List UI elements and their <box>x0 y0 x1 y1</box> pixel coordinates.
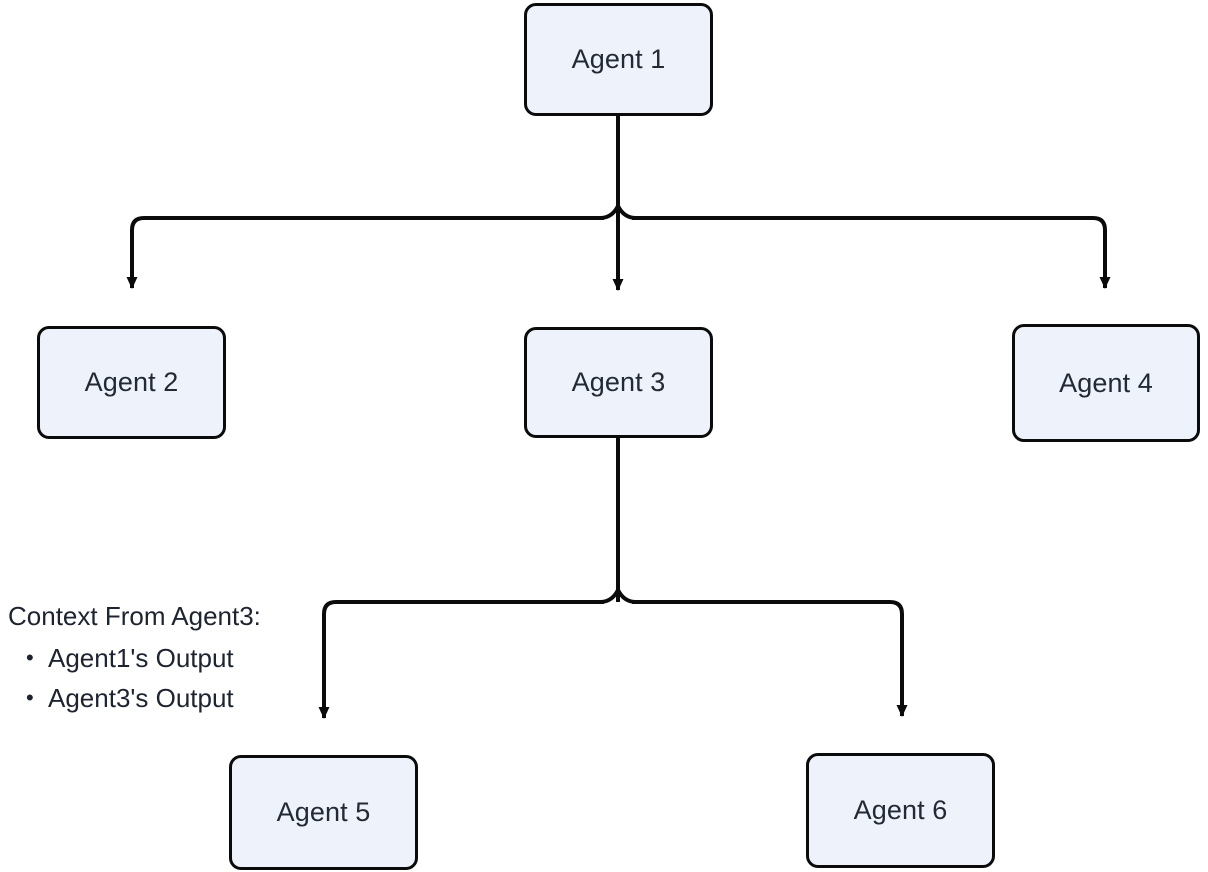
context-note-list: • Agent1's Output • Agent3's Output <box>8 638 261 718</box>
node-agent6[interactable]: Agent 6 <box>806 753 995 868</box>
context-note-item-label: Agent3's Output <box>48 683 234 713</box>
node-agent5[interactable]: Agent 5 <box>229 755 418 870</box>
context-note-item: • Agent1's Output <box>8 638 261 678</box>
node-agent4-label: Agent 4 <box>1059 367 1153 398</box>
context-note-item-label: Agent1's Output <box>48 643 234 673</box>
node-agent3-label: Agent 3 <box>571 367 666 397</box>
edge-agent1-to-agent2 <box>126 216 145 289</box>
node-agent5-label: Agent 5 <box>276 797 371 827</box>
bullet-icon: • <box>26 685 34 710</box>
node-agent2-label: Agent 2 <box>84 367 179 397</box>
node-agent1[interactable]: Agent 1 <box>524 3 713 116</box>
node-agent2[interactable]: Agent 2 <box>37 326 226 439</box>
bullet-icon: • <box>26 645 34 670</box>
context-note-item: • Agent3's Output <box>8 678 261 718</box>
edge-agent1-to-agent4 <box>1092 216 1111 289</box>
context-note-title: Context From Agent3: <box>8 601 261 631</box>
node-agent1-label: Agent 1 <box>571 44 666 74</box>
node-agent6-label: Agent 6 <box>853 795 948 825</box>
edge-agent3-to-agent6 <box>889 600 908 717</box>
context-note: Context From Agent3: • Agent1's Output •… <box>8 600 261 718</box>
node-agent3[interactable]: Agent 3 <box>524 327 713 438</box>
edge-agent3-to-agent5 <box>318 600 337 719</box>
node-agent4[interactable]: Agent 4 <box>1012 324 1200 442</box>
